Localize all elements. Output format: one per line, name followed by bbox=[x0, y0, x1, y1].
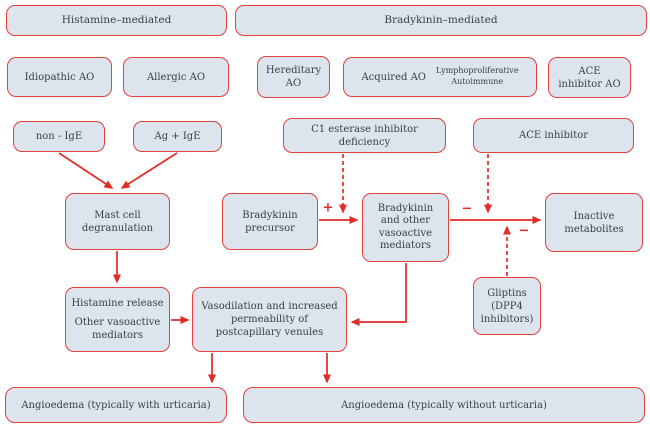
box-line: mediators bbox=[92, 330, 143, 341]
mast-cell-degranulation-box: Mast cell degranulation bbox=[65, 193, 170, 250]
box-line: deficiency bbox=[338, 136, 391, 148]
box-label: Idiopathic AO bbox=[24, 71, 95, 83]
hereditary-ao-box: Hereditary AO bbox=[257, 56, 330, 98]
minus-sign-gliptins: − bbox=[518, 223, 530, 239]
minus-sign-ace: − bbox=[461, 201, 473, 217]
box-label: Ag + IgE bbox=[154, 131, 201, 142]
box-line: mediators bbox=[380, 240, 431, 251]
box-line: Mast cell bbox=[94, 209, 141, 221]
box-subline: Autoimmune bbox=[451, 77, 504, 86]
box-line: and other bbox=[380, 215, 431, 226]
non-ige-box: non - IgE bbox=[13, 121, 105, 152]
box-line: C1 esterase inhibitor bbox=[311, 123, 418, 135]
box-label: Angioedema (typically with urticaria) bbox=[21, 399, 211, 411]
box-label: ACE inhibitor bbox=[518, 130, 589, 141]
allergic-ao-box: Allergic AO bbox=[123, 57, 229, 97]
ace-inhibitor-ao-box: ACE inhibitor AO bbox=[548, 57, 631, 98]
acquired-ao-box: Acquired AO Lymphoproliferative Autoimmu… bbox=[343, 57, 537, 97]
header-label: Bradykinin–mediated bbox=[384, 13, 498, 26]
box-label: non - IgE bbox=[35, 131, 83, 142]
plus-sign: + bbox=[322, 200, 334, 216]
box-line: Bradykinin bbox=[242, 209, 298, 221]
box-label: Acquired AO bbox=[361, 71, 426, 83]
box-subline: Lymphoproliferative bbox=[436, 66, 519, 76]
box-line: inhibitor AO bbox=[558, 78, 621, 90]
box-line: (DPP4 bbox=[491, 300, 523, 312]
box-line: Other vasoactive bbox=[74, 317, 161, 328]
box-line: permeability of bbox=[230, 314, 309, 325]
gliptins-box: Gliptins (DPP4 inhibitors) bbox=[473, 277, 541, 335]
box-line: Inactive bbox=[573, 210, 615, 222]
box-line: Vasodilation and increased bbox=[201, 301, 338, 312]
bradykinin-precursor-box: Bradykinin precursor bbox=[222, 193, 318, 250]
box-line: ACE bbox=[578, 65, 601, 77]
box-line: Hereditary bbox=[265, 65, 322, 76]
idiopathic-ao-box: Idiopathic AO bbox=[7, 57, 112, 97]
box-line: Gliptins bbox=[487, 287, 527, 299]
box-line: inhibitors) bbox=[480, 313, 534, 325]
bradykinin-mediated-header: Bradykinin–mediated bbox=[235, 5, 647, 36]
arrow-non-ige-to-mast-cell bbox=[58, 152, 114, 189]
box-line: degranulation bbox=[81, 222, 154, 234]
header-label: Histamine–mediated bbox=[61, 13, 172, 26]
box-line: vasoactive bbox=[378, 227, 433, 239]
arrow-mediators-to-vasodilation bbox=[350, 263, 407, 326]
vasodilation-box: Vasodilation and increased permeability … bbox=[192, 287, 347, 352]
box-line: Bradykinin bbox=[377, 202, 434, 214]
box-line: postcapillary venules bbox=[215, 327, 324, 338]
inactive-metabolites-box: Inactive metabolites bbox=[545, 193, 643, 252]
ace-inhibitor-box: ACE inhibitor bbox=[473, 118, 634, 153]
box-label: Angioedema (typically without urticaria) bbox=[341, 399, 547, 411]
histamine-release-box: Histamine release Other vasoactive media… bbox=[65, 287, 170, 352]
box-line: Histamine release bbox=[71, 298, 164, 309]
angioedema-without-urticaria-box: Angioedema (typically without urticaria) bbox=[243, 387, 645, 423]
c1-esterase-deficiency-box: C1 esterase inhibitor deficiency bbox=[283, 118, 446, 153]
box-label: Allergic AO bbox=[146, 71, 206, 83]
histamine-mediated-header: Histamine–mediated bbox=[6, 5, 227, 36]
box-line: precursor bbox=[245, 222, 295, 234]
arrow-ag-ige-to-mast-cell bbox=[120, 152, 178, 189]
bradykinin-mediators-box: Bradykinin and other vasoactive mediator… bbox=[362, 193, 449, 262]
ag-ige-box: Ag + IgE bbox=[133, 121, 222, 152]
box-line: metabolites bbox=[564, 223, 624, 235]
angioedema-with-urticaria-box: Angioedema (typically with urticaria) bbox=[5, 387, 227, 423]
box-line: AO bbox=[285, 78, 302, 89]
